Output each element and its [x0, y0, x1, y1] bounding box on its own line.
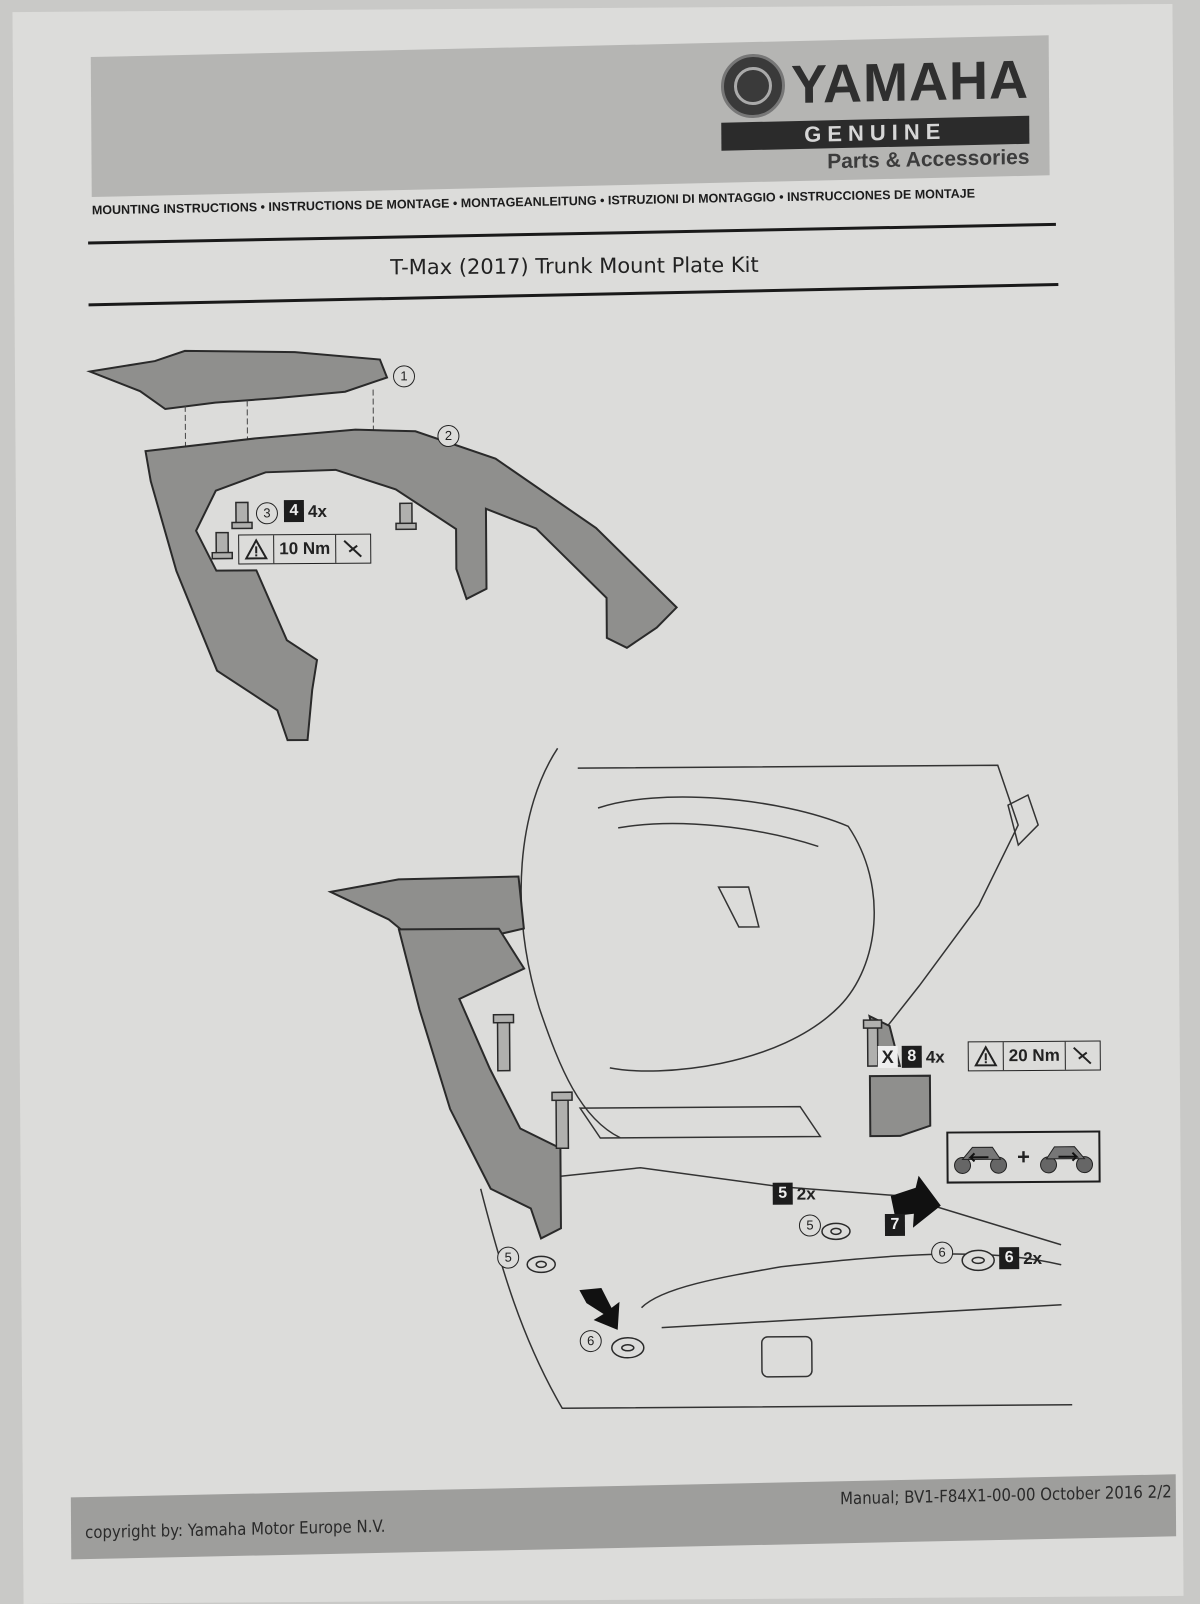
callout-2: 2	[437, 425, 459, 447]
spacer-quantity-label: 2x	[1023, 1249, 1042, 1269]
bolt-icons	[493, 1012, 882, 1149]
both-sides-indicator: +	[946, 1131, 1100, 1184]
scooter-outline	[478, 745, 1073, 1409]
rack-assembly-part	[331, 874, 932, 1240]
part-tag-6: 6	[999, 1247, 1019, 1269]
step-tag-7: 7	[885, 1214, 905, 1236]
torque-value: 10 Nm	[279, 539, 330, 559]
part-tag-5: 5	[773, 1183, 793, 1205]
torque-spec-10nm: 10 Nm	[238, 534, 371, 565]
callout-5: 5	[497, 1247, 519, 1269]
washer-quantity-label: 2x	[797, 1184, 816, 1204]
torque-value: 20 Nm	[1009, 1046, 1060, 1066]
motorcycle-right-arrow-icon	[1038, 1139, 1094, 1175]
exclude-mark: X	[878, 1046, 898, 1068]
callout-5: 5	[799, 1214, 821, 1236]
rack-frame-part	[145, 427, 677, 741]
bolt-quantity-label: 4x	[926, 1048, 945, 1068]
part-tag-8: 8	[902, 1046, 922, 1068]
warning-icon	[239, 535, 274, 563]
callout-3: 3	[256, 502, 278, 524]
instruction-sheet: YAMAHA GENUINE Parts & Accessories MOUNT…	[12, 4, 1183, 1604]
torque-wrench-icon	[1066, 1042, 1100, 1070]
torque-wrench-icon	[336, 535, 370, 563]
quantity-label: 4x	[308, 502, 327, 522]
manual-reference: Manual; BV1-F84X1-00-00 October 2016 2/2	[840, 1482, 1172, 1509]
callout-6: 6	[580, 1330, 602, 1352]
arrow-icon	[579, 1176, 942, 1331]
plus-sign: +	[1017, 1144, 1030, 1170]
torque-spec-20nm: 20 Nm	[968, 1040, 1101, 1071]
top-plate-part	[90, 349, 387, 409]
assembly-drawings	[12, 4, 1183, 1604]
callout-1: 1	[393, 365, 415, 387]
copyright-text: copyright by: Yamaha Motor Europe N.V.	[85, 1517, 386, 1543]
motorcycle-left-arrow-icon	[953, 1139, 1009, 1175]
part-tag-4: 4	[284, 500, 304, 522]
warning-icon	[969, 1042, 1004, 1070]
callout-6: 6	[931, 1242, 953, 1264]
